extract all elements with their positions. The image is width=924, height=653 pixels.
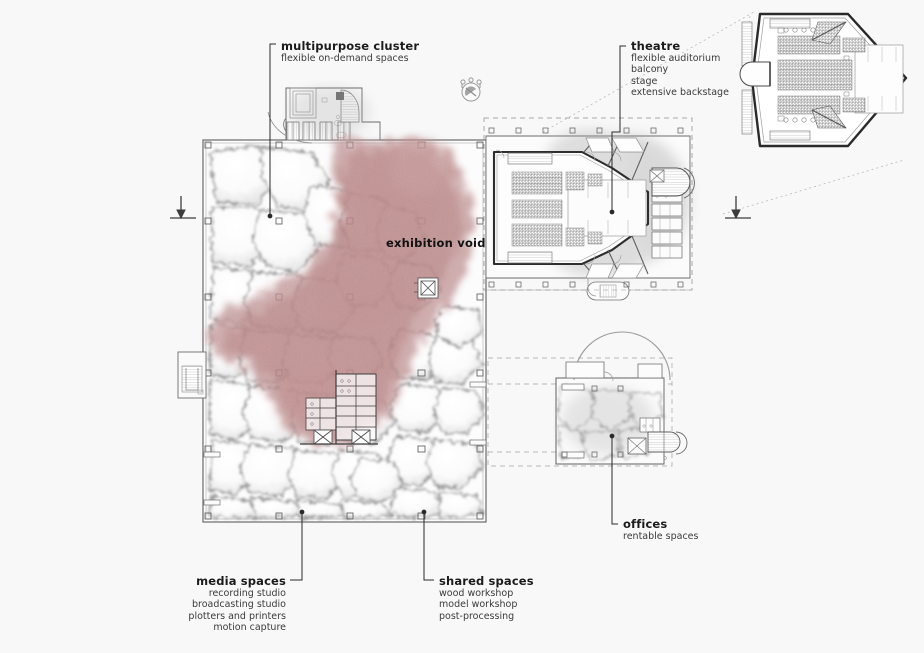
annotation-title: shared spaces [439, 574, 534, 588]
annotation-title: media spaces [196, 574, 286, 588]
section-cut-marker-left [170, 196, 196, 220]
annotation-title: offices [623, 517, 668, 531]
annotation-line: flexible on-demand spaces [281, 53, 409, 64]
annotation-line: flexible auditorium [631, 53, 721, 64]
annotation-line: broadcasting studio [192, 599, 286, 611]
theatre-seating [511, 171, 603, 247]
annotation-multipurpose-cluster: multipurpose cluster flexible on-demand … [281, 39, 419, 64]
annotation-line: wood workshop [439, 588, 514, 599]
annotation-theatre: theatre flexible auditorium balcony stag… [631, 39, 729, 99]
annotation-line: model workshop [439, 599, 518, 611]
leader-lines [267, 43, 626, 581]
annotation-media-spaces: media spaces recording studio broadcasti… [94, 574, 286, 634]
annotation-line: extensive backstage [631, 87, 729, 99]
section-cut-marker-right [725, 196, 751, 220]
annotation-line: stage [631, 75, 658, 87]
service-core [300, 370, 378, 445]
backstage-rooms [651, 189, 683, 259]
left-stair-core [177, 351, 207, 399]
bottom-stair-pod [586, 278, 630, 301]
annotation-offices: offices rentable spaces [623, 517, 698, 542]
annotation-title: theatre [631, 39, 681, 53]
annotation-line: motion capture [213, 622, 286, 634]
north-arrow-symbol [460, 77, 482, 102]
annotation-title: multipurpose cluster [281, 39, 420, 53]
annotation-line: balcony [631, 64, 669, 76]
annotation-shared-spaces: shared spaces wood workshop model worksh… [439, 574, 534, 622]
annotation-line: rentable spaces [623, 531, 699, 542]
annotation-line: recording studio [208, 588, 286, 599]
exhibition-void-label: exhibition void [386, 236, 486, 250]
multipurpose-cluster-block [267, 86, 381, 144]
theatre-detail-inset [542, 11, 908, 215]
void-fixture [414, 277, 439, 299]
edge-openings [203, 381, 487, 506]
theatre-block [483, 117, 695, 301]
annotation-line: post-processing [439, 610, 515, 622]
offices-block [487, 331, 688, 467]
annotation-line: plotters and printers [188, 610, 286, 622]
